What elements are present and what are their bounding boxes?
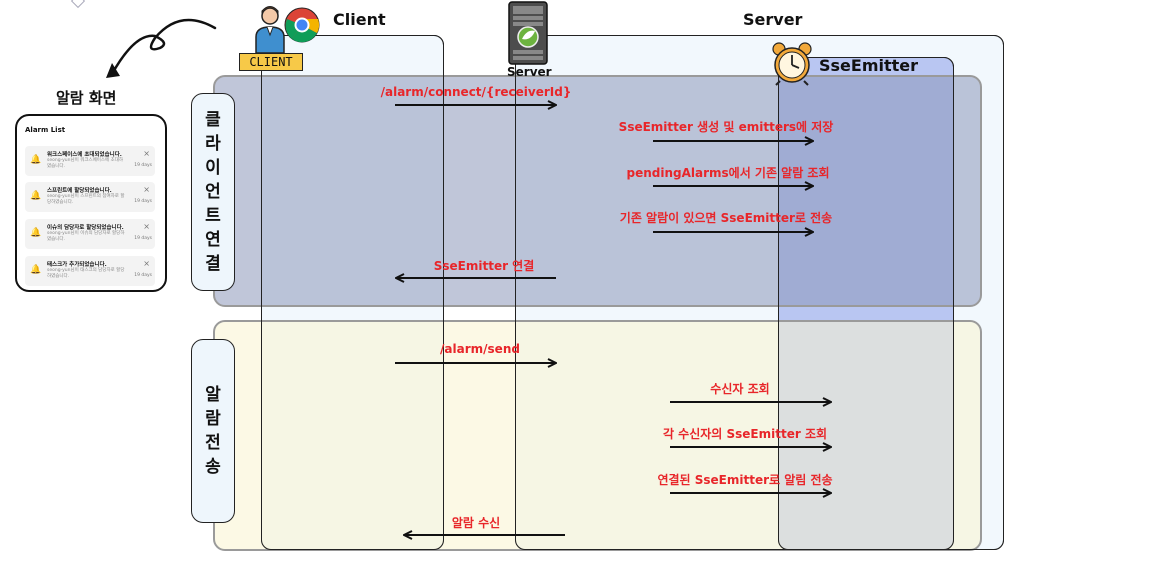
msg-send-url: /alarm/send [440, 342, 520, 356]
list-item[interactable]: 🔔 워크스페이스에 초대되었습니다. seong-yun님이 워크스페이스에 초… [25, 146, 155, 176]
bell-icon: 🔔 [30, 228, 42, 238]
curly-arrow [106, 18, 217, 78]
list-item-title: 워크스페이스에 초대되었습니다. [47, 152, 122, 158]
phase-connect-char: 라 [205, 134, 221, 154]
list-item-time: 19 days [134, 273, 152, 278]
bell-icon: 🔔 [30, 155, 42, 165]
msg-send-alarm: 연결된 SseEmitter로 알림 전송 [657, 473, 833, 487]
server-lane-outline [515, 35, 1004, 550]
server-icon [508, 1, 548, 65]
list-item-title: 스프린트에 할당되었습니다. [47, 188, 112, 194]
list-item-time: 19 days [134, 163, 152, 168]
list-item[interactable]: 🔔 스프린트에 할당되었습니다. seong-yun님이 스프린트의 참여자로 … [25, 182, 155, 212]
msg-pending-lookup: pendingAlarms에서 기존 알람 조회 [626, 166, 830, 180]
msg-find-emitter: 각 수신자의 SseEmitter 조회 [662, 427, 828, 441]
msg-send-existing: 기존 알람이 있으면 SseEmitter로 전송 [619, 211, 833, 225]
phase-connect-char: 결 [205, 254, 221, 274]
list-item-time: 19 days [134, 199, 152, 204]
msg-receive-alarm: 알람 수신 [451, 516, 501, 530]
client-badge: CLIENT [239, 53, 303, 71]
phone-screen-title: 알람 화면 [56, 89, 117, 107]
phase-connect-box [213, 75, 982, 307]
phase-connect-char: 연 [205, 230, 221, 250]
sse-emitter-header: SseEmitter [819, 56, 919, 75]
client-lane-outline [261, 35, 444, 550]
list-item-time: 19 days [134, 236, 152, 241]
close-icon[interactable]: × [143, 185, 150, 194]
phase-send-char: 전 [205, 433, 221, 453]
msg-emitter-connected: SseEmitter 연결 [433, 259, 535, 273]
client-badge-label: CLIENT [249, 55, 293, 69]
phase-send-label: 알 람 전 송 [191, 339, 235, 523]
alarm-list-title: Alarm List [25, 126, 66, 134]
phase-connect-char: 이 [205, 158, 221, 178]
list-item-desc: seong-yun님이 스프린트의 참여자로 할당하였습니다. [47, 194, 125, 205]
phase-send-char: 람 [205, 409, 221, 429]
phase-connect-char: 클 [205, 110, 221, 130]
msg-create-emitter: SseEmitter 생성 및 emitters에 저장 [618, 120, 834, 134]
close-icon[interactable]: × [143, 259, 150, 268]
bell-icon: 🔔 [30, 265, 42, 275]
list-item-desc: seong-yun님이 워크스페이스에 초대하였습니다. [47, 158, 124, 169]
list-item-desc: seong-yun님이 이슈의 담당자로 할당하였습니다. [47, 231, 125, 242]
bell-icon: 🔔 [30, 191, 42, 201]
phone-mockup: Alarm List 🔔 워크스페이스에 초대되었습니다. seong-yun님… [15, 114, 167, 292]
server-icon-label: Server [507, 65, 552, 79]
msg-find-receiver: 수신자 조회 [710, 382, 770, 396]
list-item[interactable]: 🔔 태스크가 추가되었습니다. seong-yun님이 태스크의 담당자로 할당… [25, 256, 155, 286]
close-icon[interactable]: × [143, 149, 150, 158]
chrome-icon [284, 7, 320, 43]
list-item-title: 이슈의 담당자로 할당되었습니다. [47, 225, 124, 231]
alarm-clock-icon [772, 42, 812, 86]
list-item-title: 태스크가 추가되었습니다. [47, 262, 107, 268]
client-header: Client [333, 10, 386, 29]
phase-send-char: 알 [205, 385, 221, 405]
phase-connect-char: 언 [205, 182, 221, 202]
person-icon [255, 6, 285, 54]
phase-connect-char: 트 [205, 206, 221, 226]
list-item-desc: seong-yun님이 태스크의 담당자로 할당하였습니다. [47, 268, 125, 279]
msg-connect-url: /alarm/connect/{receiverId} [380, 85, 572, 99]
close-icon[interactable]: × [143, 222, 150, 231]
phase-connect-label: 클 라 이 언 트 연 결 [191, 93, 235, 291]
phase-send-box [213, 320, 982, 551]
phase-send-char: 송 [205, 457, 221, 477]
server-header: Server [743, 10, 803, 29]
sse-emitter-lane-outline [778, 57, 954, 550]
list-item[interactable]: 🔔 이슈의 담당자로 할당되었습니다. seong-yun님이 이슈의 담당자로… [25, 219, 155, 249]
